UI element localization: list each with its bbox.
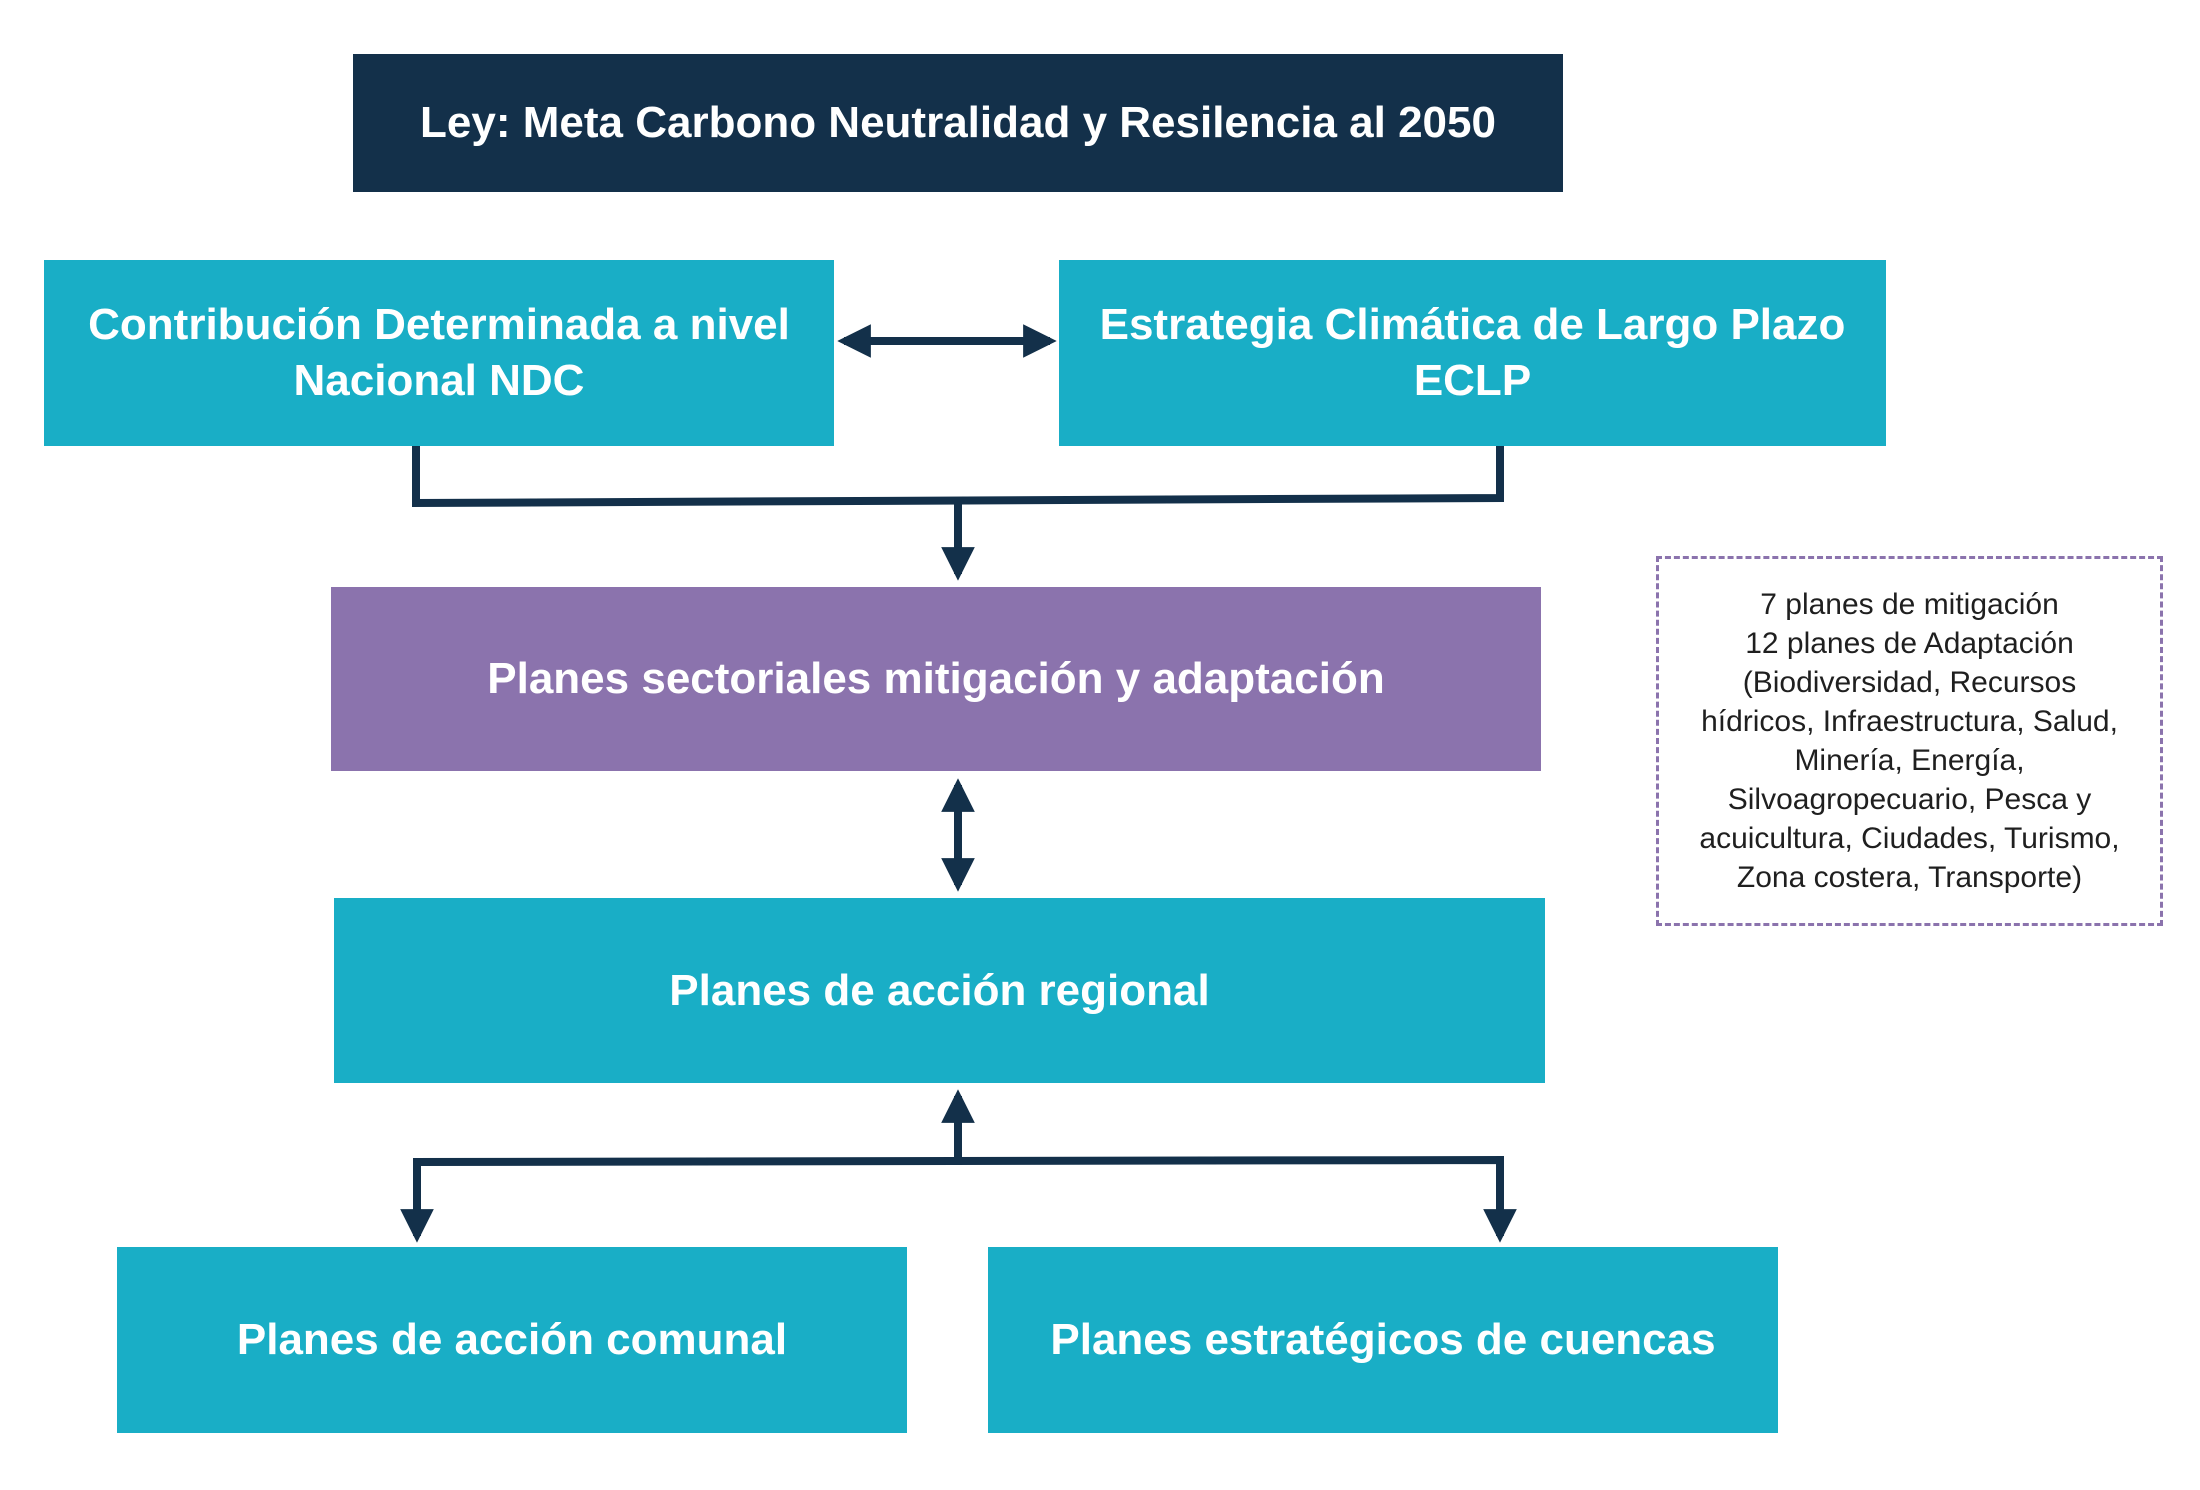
sectorial-plans-box: Planes sectoriales mitigación y adaptaci…: [331, 587, 1541, 771]
eclp-box: Estrategia Climática de Largo Plazo ECLP: [1059, 260, 1886, 446]
sectorial-plans-note: 7 planes de mitigación 12 planes de Adap…: [1656, 556, 2163, 926]
eclp-label-line2: ECLP: [1413, 356, 1532, 405]
communal-plans-label: Planes de acción comunal: [236, 1315, 788, 1364]
sectorial-plans-label: Planes sectoriales mitigación y adaptaci…: [487, 654, 1385, 703]
regional-plans-label: Planes de acción regional: [669, 965, 1210, 1015]
regional-plans-box: Planes de acción regional: [334, 898, 1545, 1083]
note-line: hídricos, Infraestructura, Salud,: [1701, 705, 2118, 738]
note-line: acuicultura, Ciudades, Turismo,: [1699, 822, 2120, 855]
split-branch-connector: [413, 1155, 1504, 1202]
ndc-box: Contribución Determinada a nivel Naciona…: [44, 260, 834, 446]
ndc-eclp-merge-connector: [412, 446, 1504, 508]
law-goal-label: Ley: Meta Carbono Neutralidad y Resilenc…: [420, 98, 1496, 147]
ndc-label-line2: Nacional NDC: [293, 356, 585, 405]
communal-plans-box: Planes de acción comunal: [117, 1247, 907, 1433]
note-line: 12 planes de Adaptación: [1745, 627, 2074, 660]
ndc-label-line1: Contribución Determinada a nivel: [88, 300, 790, 349]
law-goal-box: Ley: Meta Carbono Neutralidad y Resilenc…: [353, 54, 1563, 192]
basin-plans-label: Planes estratégicos de cuencas: [1050, 1315, 1716, 1364]
note-line: 7 planes de mitigación: [1760, 588, 2059, 621]
note-line: (Biodiversidad, Recursos: [1742, 666, 2077, 699]
note-line: Minería, Energía,: [1794, 744, 2025, 777]
basin-plans-box: Planes estratégicos de cuencas: [988, 1247, 1778, 1433]
note-line: Silvoagropecuario, Pesca y: [1727, 783, 2092, 816]
note-line: Zona costera, Transporte): [1736, 861, 2083, 894]
eclp-label-line1: Estrategia Climática de Largo Plazo: [1099, 300, 1846, 349]
